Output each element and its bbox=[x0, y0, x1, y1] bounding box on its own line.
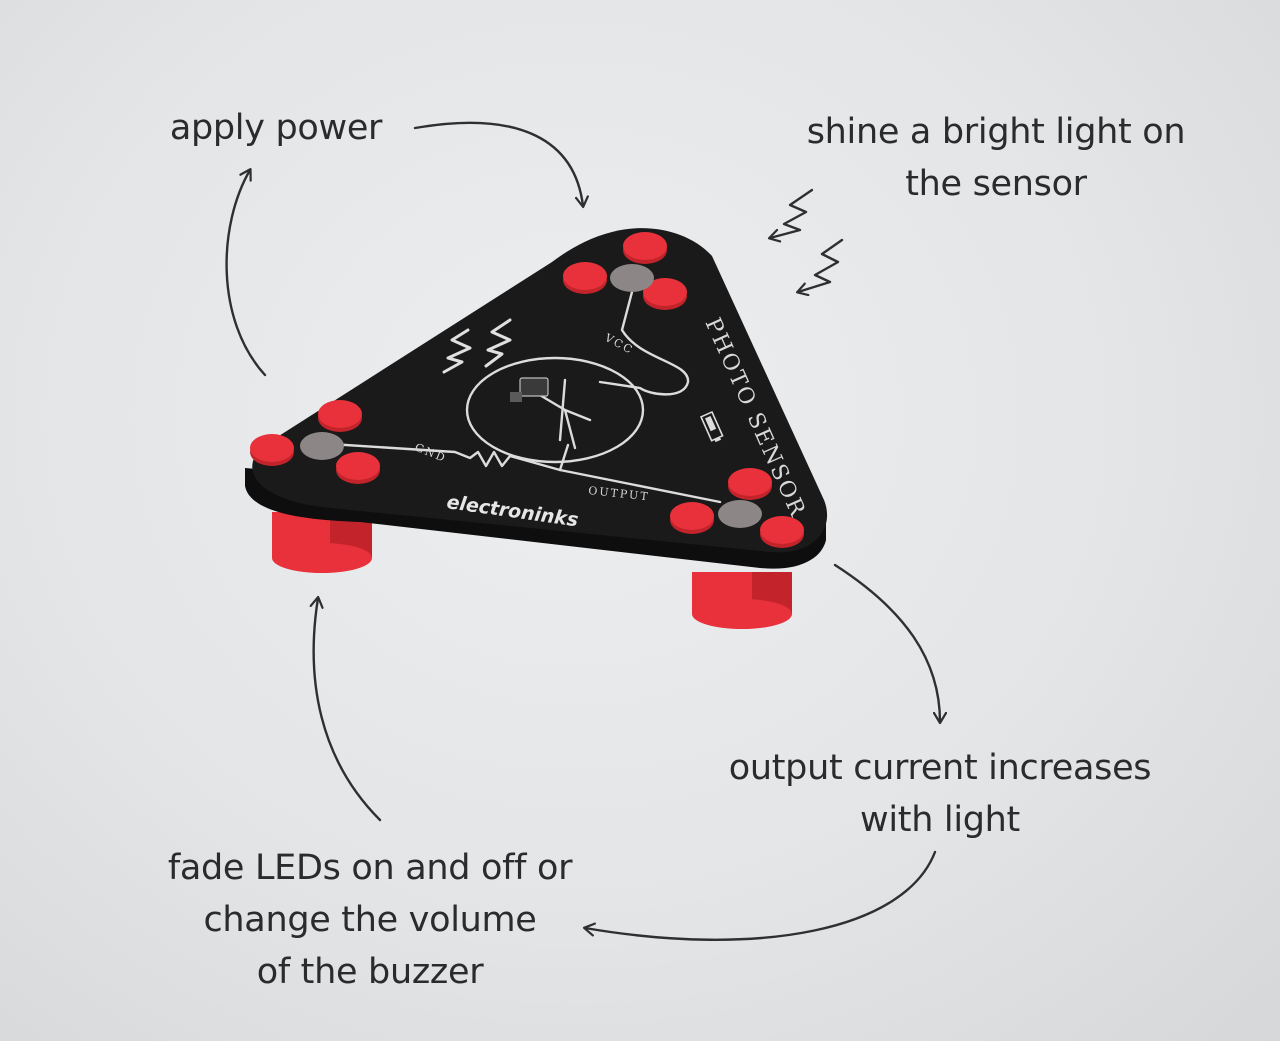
label-fade-leds-line3: of the buzzer bbox=[256, 952, 484, 992]
arrow-board-to-output bbox=[833, 563, 940, 722]
pad-cluster-output bbox=[670, 468, 804, 548]
foot-right bbox=[692, 572, 792, 629]
label-output-current: output current increases with light bbox=[720, 742, 1160, 846]
label-apply-power: apply power bbox=[169, 108, 383, 148]
circuit-traces bbox=[328, 290, 722, 504]
light-ray-icon bbox=[770, 188, 814, 238]
label-fade-leds: fade LEDs on and off or change the volum… bbox=[150, 842, 590, 998]
light-ray-icon bbox=[798, 238, 844, 292]
label-fade-leds-line1: fade LEDs on and off or bbox=[167, 848, 573, 888]
label-shine-light-line2: the sensor bbox=[905, 164, 1087, 204]
board-pin-output: OUTPUT bbox=[588, 484, 650, 503]
arrow-fade-to-board bbox=[314, 598, 382, 822]
label-shine-light: shine a bright light on the sensor bbox=[796, 106, 1196, 210]
pad-cluster-vcc bbox=[563, 232, 687, 310]
label-output-current-line2: with light bbox=[860, 800, 1020, 840]
label-shine-light-line1: shine a bright light on bbox=[806, 112, 1186, 152]
label-fade-leds-line2: change the volume bbox=[203, 900, 537, 940]
arrow-board-to-power bbox=[225, 170, 267, 377]
board-light-symbol-icon bbox=[442, 318, 512, 374]
pad-cluster-gnd bbox=[250, 400, 380, 484]
sensor-chip bbox=[519, 377, 549, 397]
arrow-output-to-fade bbox=[585, 850, 937, 941]
label-output-current-line1: output current increases bbox=[728, 748, 1152, 788]
arrow-power-to-board bbox=[413, 121, 583, 206]
battery-icon bbox=[699, 410, 724, 443]
